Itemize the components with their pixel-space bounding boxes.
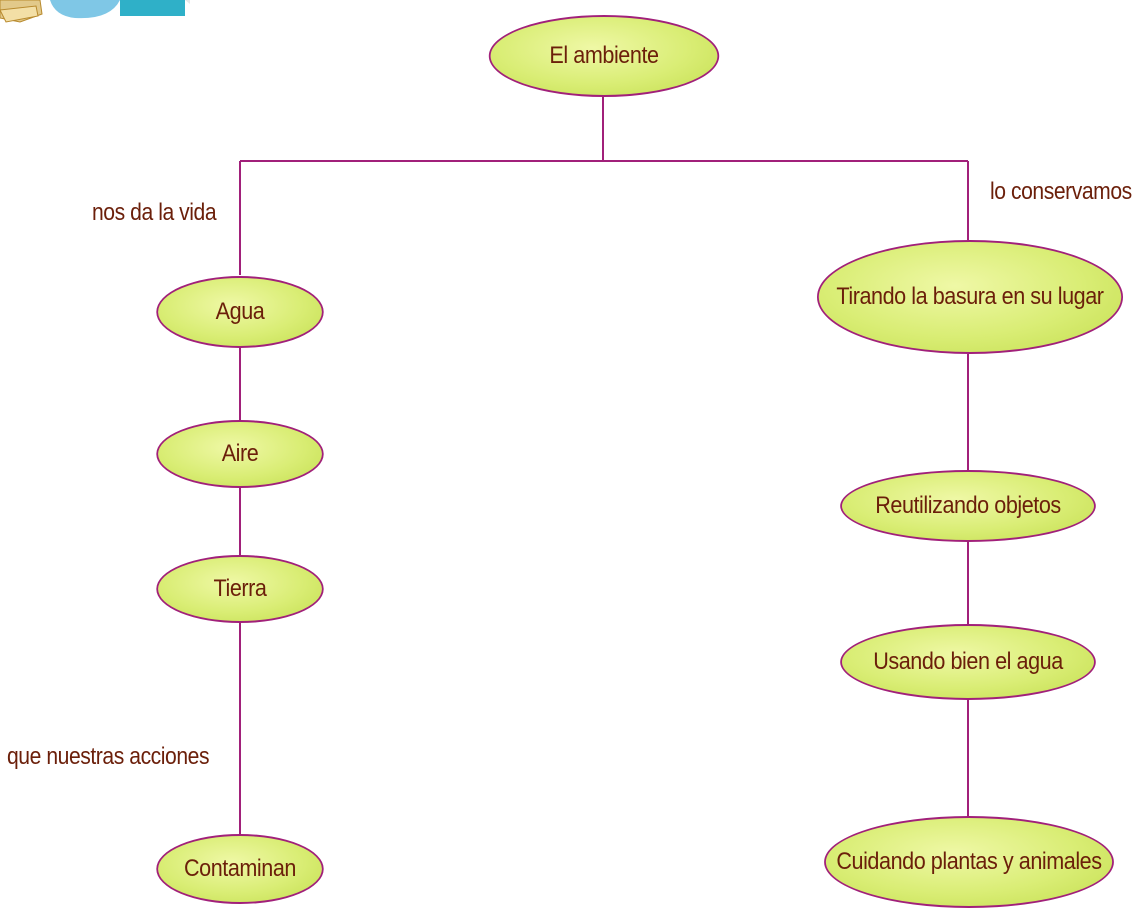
- node-label: Agua: [215, 298, 265, 325]
- node-label: Tirando la basura en su lugar: [836, 283, 1104, 310]
- node-label: Contaminan: [184, 855, 296, 882]
- edge-label-nos-da-la-vida: nos da la vida: [92, 199, 217, 226]
- node-contaminan: Contaminan: [156, 834, 324, 904]
- node-label: Reutilizando objetos: [875, 492, 1061, 519]
- edge-label-que-nuestras-acciones: que nuestras acciones: [7, 743, 210, 770]
- node-aire: Aire: [156, 420, 324, 488]
- book-globe-decoration: [0, 0, 190, 23]
- node-tierra: Tierra: [156, 555, 324, 623]
- node-reutilizando-objetos: Reutilizando objetos: [840, 470, 1096, 542]
- node-usando-bien-el-agua: Usando bien el agua: [840, 624, 1096, 700]
- node-label: Tierra: [213, 575, 267, 602]
- edge-label-lo-conservamos: lo conservamos: [990, 178, 1132, 205]
- node-tirando-la-basura: Tirando la basura en su lugar: [817, 240, 1123, 354]
- node-agua: Agua: [156, 276, 324, 348]
- node-label: Cuidando plantas y animales: [836, 848, 1102, 875]
- node-cuidando-plantas: Cuidando plantas y animales: [824, 816, 1114, 908]
- node-label: El ambiente: [549, 42, 659, 69]
- node-label: Usando bien el agua: [873, 648, 1063, 675]
- node-label: Aire: [221, 440, 259, 467]
- node-el-ambiente: El ambiente: [488, 15, 720, 97]
